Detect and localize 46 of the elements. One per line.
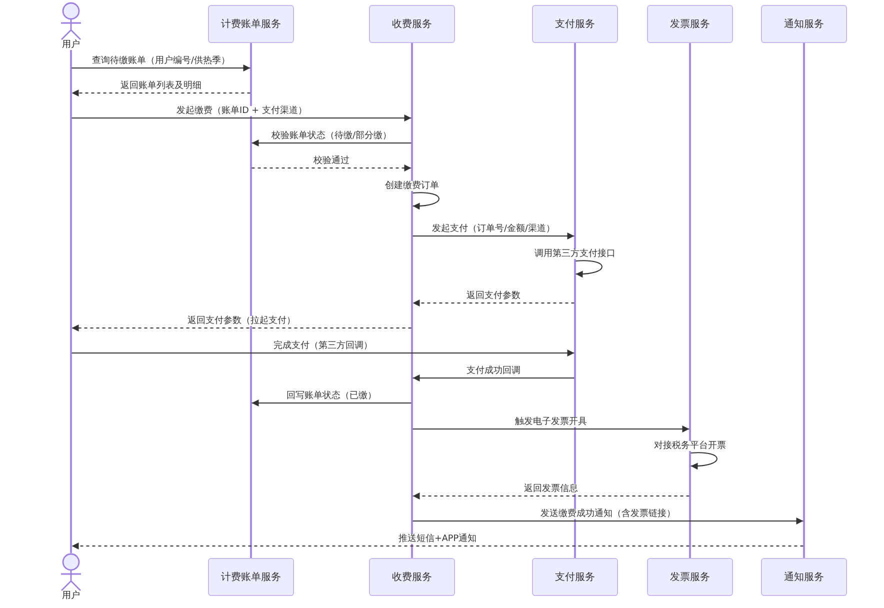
dashed-arrow bbox=[251, 164, 412, 172]
self-loop-arrow bbox=[575, 260, 602, 278]
message-label: 返回支付参数 bbox=[466, 291, 522, 301]
arrow bbox=[412, 426, 690, 432]
lifeline bbox=[574, 43, 576, 558]
arrow bbox=[71, 114, 412, 122]
dashed-arrow bbox=[71, 324, 412, 332]
participant-box: 支付服务 bbox=[532, 5, 618, 43]
lifeline bbox=[689, 43, 691, 558]
participant-box: 发票服务 bbox=[647, 558, 733, 596]
message-label: 校验通过 bbox=[312, 156, 350, 166]
dashed-arrow bbox=[412, 492, 690, 500]
message-label: 调用第三方支付接口 bbox=[534, 249, 616, 259]
lifeline bbox=[803, 43, 805, 558]
message-label: 创建缴费订单 bbox=[384, 181, 440, 191]
dashed-arrow bbox=[71, 90, 251, 96]
participant-box: 通知服务 bbox=[761, 5, 847, 43]
participant-box: 收费服务 bbox=[369, 5, 455, 43]
lifeline bbox=[250, 43, 252, 558]
message-label: 推送短信+APP通知 bbox=[398, 534, 478, 544]
arrow bbox=[71, 64, 251, 72]
dashed-arrow bbox=[412, 300, 575, 306]
message-label: 支付成功回调 bbox=[466, 366, 522, 376]
participant-box: 通知服务 bbox=[761, 558, 847, 596]
message-label: 返回账单列表及明细 bbox=[120, 81, 202, 91]
message-label: 返回发票信息 bbox=[523, 484, 579, 494]
self-loop-arrow bbox=[690, 452, 718, 470]
self-loop-arrow bbox=[412, 192, 440, 210]
message-label: 对接税务平台开票 bbox=[653, 441, 727, 451]
arrow bbox=[412, 232, 575, 240]
arrow bbox=[412, 518, 804, 524]
dashed-arrow bbox=[71, 542, 804, 550]
actor-label: 用户 bbox=[61, 40, 81, 50]
arrow bbox=[251, 140, 412, 146]
arrow bbox=[251, 400, 412, 406]
lifeline bbox=[70, 50, 72, 553]
actor-label: 用户 bbox=[61, 591, 81, 601]
lifeline bbox=[411, 43, 413, 558]
participant-box: 计费账单服务 bbox=[208, 5, 294, 43]
participant-box: 发票服务 bbox=[647, 5, 733, 43]
arrow bbox=[412, 374, 575, 382]
participant-box: 计费账单服务 bbox=[208, 558, 294, 596]
participant-box: 收费服务 bbox=[369, 558, 455, 596]
arrow bbox=[71, 350, 575, 356]
message-label: 触发电子发票开具 bbox=[514, 417, 588, 427]
participant-box: 支付服务 bbox=[532, 558, 618, 596]
